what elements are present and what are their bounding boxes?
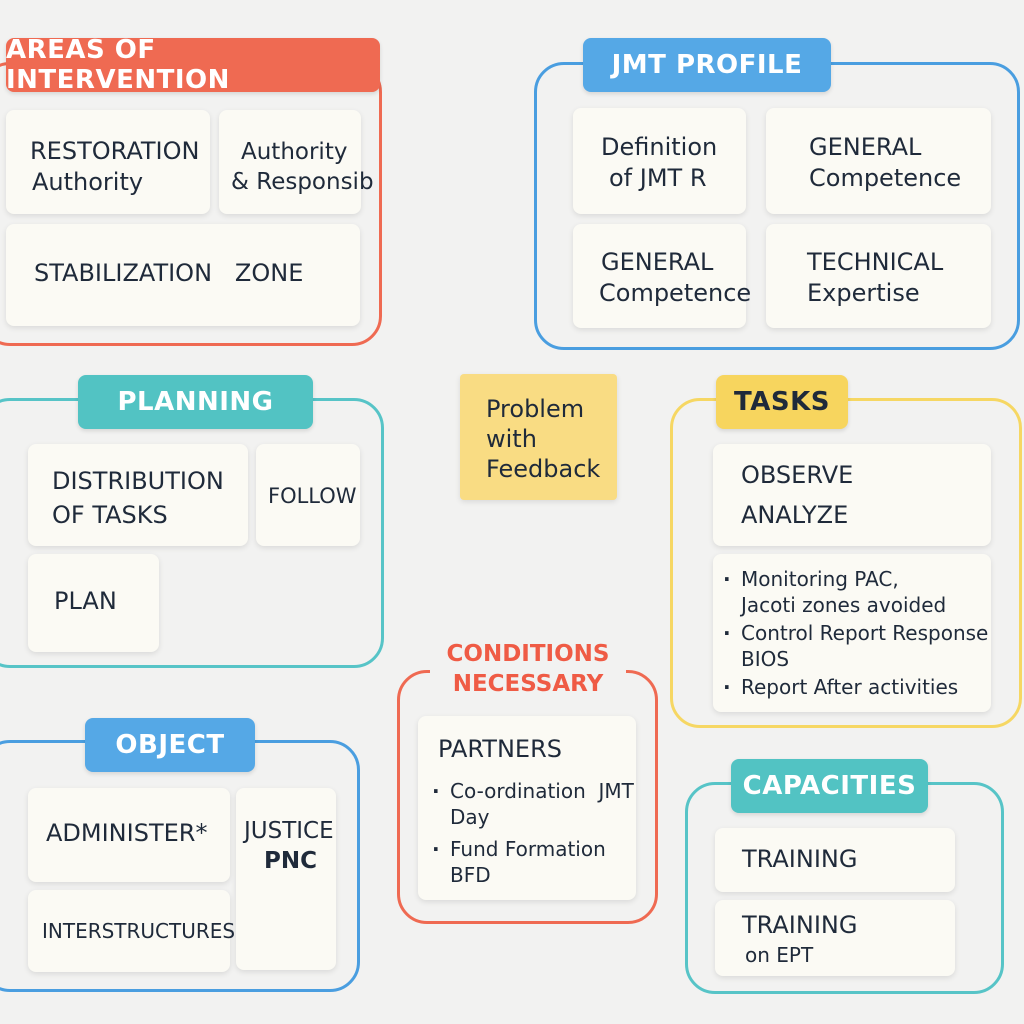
general2-line2: Competence	[599, 279, 752, 307]
training-text: TRAINING	[742, 845, 858, 873]
interstructures-card: INTERSTRUCTURES	[28, 890, 235, 972]
restoration-line1: RESTORATION	[30, 137, 200, 165]
condition-bullet-1-line1: Co-ordination JMT	[450, 779, 634, 803]
follow-card: FOLLOW	[256, 444, 360, 546]
planning-title: PLANNING	[117, 387, 274, 417]
object-title: OBJECT	[115, 730, 225, 760]
definition-line1: Definition	[601, 133, 718, 161]
justice-line1: JUSTICE	[244, 818, 334, 844]
training-ept-card: TRAINING on EPT	[715, 900, 955, 976]
capacities-header: CAPACITIES	[731, 759, 928, 813]
general-competence-card-1: GENERAL Competence	[766, 108, 991, 214]
note-line3: Feedback	[486, 455, 601, 483]
planning-header: PLANNING	[78, 375, 313, 429]
object-header: OBJECT	[85, 718, 255, 772]
condition-bullet-2-line1: Fund Formation	[450, 837, 606, 861]
general-competence-card-2: GENERAL Competence	[573, 224, 751, 328]
task-bullet-2-line2: BIOS	[741, 647, 790, 671]
authority-card: Authority & Responsib	[219, 110, 374, 214]
feedback-note: Problem with Feedback	[460, 374, 617, 500]
general1-line1: GENERAL	[809, 133, 922, 161]
training-ept-line2: on EPT	[745, 943, 814, 967]
task-bullet-3-line1: Report After activities	[741, 675, 959, 699]
conditions-title-line2: NECESSARY	[452, 671, 604, 697]
condition-bullet-1-line2: Day	[450, 805, 490, 829]
analyze-text: ANALYZE	[741, 501, 849, 529]
task-bullet-2: Control Report Response BIOS	[721, 620, 988, 672]
observe-analyze-card: OBSERVE ANALYZE	[713, 444, 991, 546]
condition-bullet-2: Fund Formation BFD	[430, 836, 634, 888]
task-bullet-2-line1: Control Report Response	[741, 621, 989, 645]
follow-text: FOLLOW	[268, 484, 357, 508]
general2-line1: GENERAL	[601, 248, 714, 276]
stabilization-text: STABILIZATION ZONE	[34, 259, 304, 287]
plan-card: PLAN	[28, 554, 159, 652]
tasks-list-card: Monitoring PAC, Jacoti zones avoided Con…	[713, 554, 991, 712]
justice-line2: PNC	[264, 848, 317, 874]
administer-text: ADMINISTER*	[46, 819, 208, 847]
task-bullet-3: Report After activities	[721, 674, 988, 700]
technical-expertise-card: TECHNICAL Expertise	[766, 224, 991, 328]
administer-card: ADMINISTER*	[28, 788, 230, 882]
authority-line1: Authority	[241, 139, 348, 165]
areas-of-intervention-header: AREAS OF INTERVENTION	[6, 35, 380, 95]
technical-line2: Expertise	[807, 279, 920, 307]
definition-card: Definition of JMT R	[573, 108, 746, 214]
distribution-line2: OF TASKS	[52, 501, 168, 529]
justice-card: JUSTICE PNC	[236, 788, 336, 970]
definition-line2: of JMT R	[609, 164, 707, 192]
tasks-bullet-list: Monitoring PAC, Jacoti zones avoided Con…	[721, 566, 988, 700]
areas-title: AREAS OF INTERVENTION	[6, 35, 230, 95]
task-bullet-1-line1: Monitoring PAC,	[741, 567, 899, 591]
stabilization-card: STABILIZATION ZONE	[6, 224, 360, 326]
tasks-header: TASKS	[716, 375, 848, 429]
plan-text: PLAN	[54, 587, 117, 615]
capacities-title: CAPACITIES	[742, 771, 917, 801]
jmt-profile-header: JMT PROFILE	[583, 38, 831, 92]
distribution-card: DISTRIBUTION OF TASKS	[28, 444, 248, 546]
observe-text: OBSERVE	[741, 461, 854, 489]
distribution-line1: DISTRIBUTION	[52, 467, 224, 495]
general1-line2: Competence	[809, 164, 962, 192]
jmt-title: JMT PROFILE	[611, 50, 803, 80]
conditions-title-line1: CONDITIONS	[446, 641, 610, 667]
interstructures-text: INTERSTRUCTURES	[42, 919, 236, 943]
note-line2: with	[486, 425, 537, 453]
conditions-bullet-list: Co-ordination JMT Day Fund Formation BFD	[430, 778, 634, 888]
conditions-title: CONDITIONS NECESSARY	[430, 639, 626, 699]
task-bullet-1-line2: Jacoti zones avoided	[741, 593, 947, 617]
condition-bullet-2-line2: BFD	[450, 863, 491, 887]
task-bullet-1: Monitoring PAC, Jacoti zones avoided	[721, 566, 988, 618]
partners-card: PARTNERS Co-ordination JMT Day Fund Form…	[418, 716, 636, 900]
authority-line2: & Responsib	[231, 169, 374, 195]
restoration-line2: Authority	[32, 168, 144, 196]
restoration-card: RESTORATION Authority	[6, 110, 210, 214]
training-card: TRAINING	[715, 828, 955, 892]
technical-line1: TECHNICAL	[807, 248, 944, 276]
note-line1: Problem	[486, 395, 585, 423]
condition-bullet-1: Co-ordination JMT Day	[430, 778, 634, 830]
tasks-title: TASKS	[734, 387, 830, 417]
partners-title: PARTNERS	[438, 735, 562, 763]
training-ept-line1: TRAINING	[742, 911, 858, 939]
